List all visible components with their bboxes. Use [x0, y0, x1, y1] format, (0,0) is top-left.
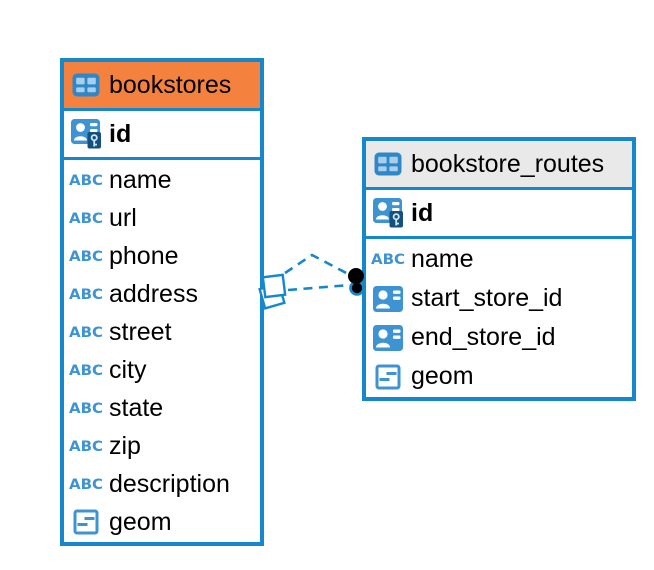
column-name: city — [109, 355, 147, 384]
columns-section: ABC name ABC url ABC phone ABC address A… — [64, 160, 260, 542]
column-name: url — [109, 203, 137, 232]
primary-key-row[interactable]: id — [64, 111, 260, 157]
column-name: zip — [109, 431, 141, 460]
varchar-type-icon: ABC — [68, 436, 104, 455]
column-name: geom — [411, 362, 474, 390]
column-row[interactable]: ABC name — [366, 240, 632, 279]
column-row[interactable]: ABC name — [64, 161, 260, 199]
column-row[interactable]: ABC description — [64, 465, 260, 503]
table-title: bookstore_routes — [411, 149, 605, 178]
relationship-line[interactable] — [287, 283, 351, 292]
column-name: state — [109, 393, 164, 422]
column-row[interactable]: ABC address — [64, 275, 260, 313]
varchar-type-icon: ABC — [68, 246, 104, 265]
primary-key-reference-icon — [70, 119, 101, 149]
column-name: address — [109, 279, 198, 308]
column-row[interactable]: ABC street — [64, 313, 260, 351]
column-row[interactable]: geom — [64, 503, 260, 541]
table-icon — [69, 73, 103, 97]
column-name: street — [109, 317, 172, 346]
varchar-type-icon: ABC — [68, 208, 104, 227]
varchar-type-icon: ABC — [68, 474, 104, 493]
primary-key-row[interactable]: id — [366, 190, 632, 236]
column-name: start_store_id — [411, 284, 563, 312]
table-header[interactable]: bookstore_routes — [366, 141, 632, 190]
column-name: name — [109, 165, 172, 194]
reference-type-icon — [373, 324, 403, 351]
table-bookstore-routes[interactable]: bookstore_routes id ABC name start_store… — [362, 137, 636, 401]
object-type-icon — [375, 364, 401, 389]
primary-key-section: id — [64, 111, 260, 160]
column-row[interactable]: ABC phone — [64, 237, 260, 275]
column-row[interactable]: ABC zip — [64, 427, 260, 465]
table-bookstores[interactable]: bookstores id ABC name ABC url ABC phone… — [60, 58, 264, 546]
table-title: bookstores — [109, 70, 232, 99]
varchar-type-icon: ABC — [68, 398, 104, 417]
column-name: id — [411, 198, 434, 227]
primary-key-section: id — [366, 190, 632, 239]
column-row[interactable]: ABC city — [64, 351, 260, 389]
varchar-type-icon: ABC — [68, 360, 104, 379]
column-name: id — [109, 119, 132, 148]
column-row[interactable]: ABC url — [64, 199, 260, 237]
relationship-line[interactable] — [284, 253, 353, 278]
primary-key-reference-icon — [372, 198, 403, 228]
column-name: end_store_id — [411, 323, 556, 351]
column-name: phone — [109, 241, 179, 270]
column-name: name — [411, 245, 474, 273]
columns-section: ABC name start_store_id end_store_id geo… — [366, 239, 632, 397]
varchar-type-icon: ABC — [68, 170, 104, 189]
table-header[interactable]: bookstores — [64, 62, 260, 111]
varchar-type-icon: ABC — [370, 250, 406, 268]
column-name: geom — [109, 507, 172, 536]
object-type-icon — [73, 509, 99, 535]
column-name: description — [109, 469, 230, 498]
column-row[interactable]: geom — [366, 357, 632, 396]
column-row[interactable]: ABC state — [64, 389, 260, 427]
varchar-type-icon: ABC — [68, 322, 104, 341]
column-row[interactable]: start_store_id — [366, 279, 632, 318]
varchar-type-icon: ABC — [68, 284, 104, 303]
column-row[interactable]: end_store_id — [366, 318, 632, 357]
table-icon — [371, 152, 405, 176]
reference-type-icon — [373, 285, 403, 312]
